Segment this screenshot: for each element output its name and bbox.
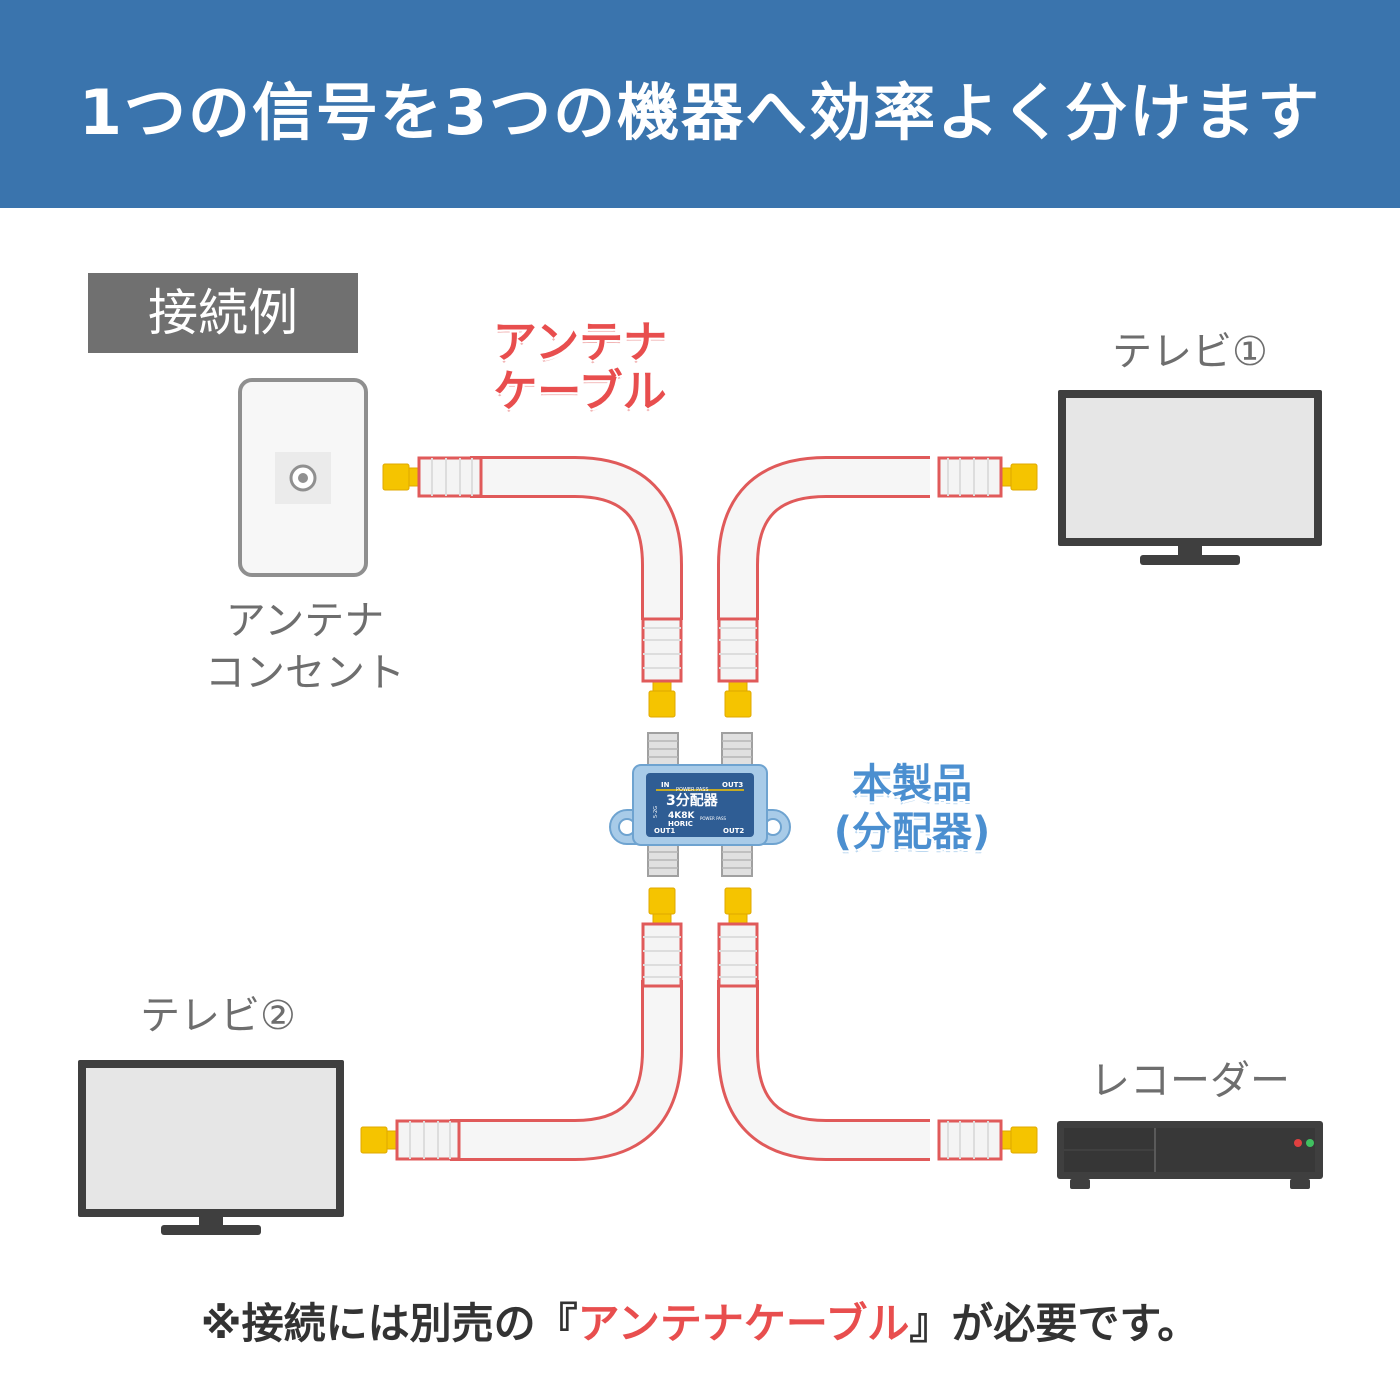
- splitter-side-text: 5-2G: [653, 806, 659, 818]
- footer-note: ※接続には別売の『アンテナケーブル』が必要です。: [0, 1290, 1400, 1351]
- header-title: 1つの信号を3つの機器へ効率よく分けます: [78, 76, 1322, 149]
- antenna-outlet: [238, 378, 368, 577]
- connector-splitter-out1: [641, 886, 683, 988]
- connector-outlet-end: [381, 456, 483, 498]
- recorder-red-led-icon: [1294, 1139, 1302, 1147]
- connector-tv1-end: [937, 456, 1039, 498]
- example-tag: 接続例: [88, 273, 358, 353]
- note-highlight: アンテナケーブル: [577, 1299, 910, 1348]
- cable-splitter-to-recorder: [717, 980, 930, 1161]
- splitter-badge2: HORIC: [668, 820, 693, 828]
- tv2-icon: [78, 1060, 344, 1235]
- tv1-label: テレビ①: [1112, 329, 1268, 375]
- splitter-port-out1: OUT1: [654, 827, 675, 835]
- splitter-port-out3: OUT3: [722, 781, 743, 789]
- splitter-pass-text: POWER PASS: [700, 816, 727, 821]
- outlet-label-line1: アンテナ: [225, 598, 385, 644]
- cable-splitter-to-tv2: [450, 980, 683, 1161]
- connector-recorder-end: [937, 1119, 1039, 1161]
- recorder-green-led-icon: [1306, 1139, 1314, 1147]
- cable-label-line2: ケーブル: [493, 366, 667, 418]
- connector-splitter-in: [641, 617, 683, 719]
- cable-splitter-to-tv1: [717, 456, 930, 620]
- product-label: 本製品 (分配器): [812, 760, 1012, 856]
- cable-label: アンテナ ケーブル: [470, 318, 690, 417]
- recorder-icon: [1057, 1121, 1323, 1189]
- header-banner: 1つの信号を3つの機器へ効率よく分けます: [0, 0, 1400, 208]
- recorder-label: レコーダー: [1090, 1058, 1290, 1104]
- connector-splitter-out2: [717, 886, 759, 988]
- connector-tv2-end: [359, 1119, 461, 1161]
- splitter-brand: POWER PASS: [676, 787, 709, 793]
- connector-splitter-out3: [717, 617, 759, 719]
- outlet-label-line2: コンセント: [205, 650, 405, 696]
- product-label-line2: (分配器): [833, 809, 991, 855]
- cable-outlet-to-splitter: [470, 456, 683, 620]
- tv2-label: テレビ②: [140, 993, 296, 1039]
- splitter-badge: 4K8K: [668, 811, 695, 821]
- cable-label-line1: アンテナ: [492, 317, 668, 368]
- splitter-port-in: IN: [661, 781, 670, 789]
- tv1-icon: [1058, 390, 1322, 565]
- note-after: 』が必要です。: [909, 1299, 1200, 1348]
- product-label-line1: 本製品: [852, 761, 972, 807]
- splitter-device: IN OUT3 POWER PASS 3分配器 4K8K HORIC POWER…: [609, 732, 791, 877]
- splitter-port-out2: OUT2: [723, 827, 744, 835]
- note-before: ※接続には別売の『: [200, 1299, 578, 1348]
- splitter-name: 3分配器: [666, 793, 719, 809]
- outlet-label: アンテナ コンセント: [180, 595, 430, 699]
